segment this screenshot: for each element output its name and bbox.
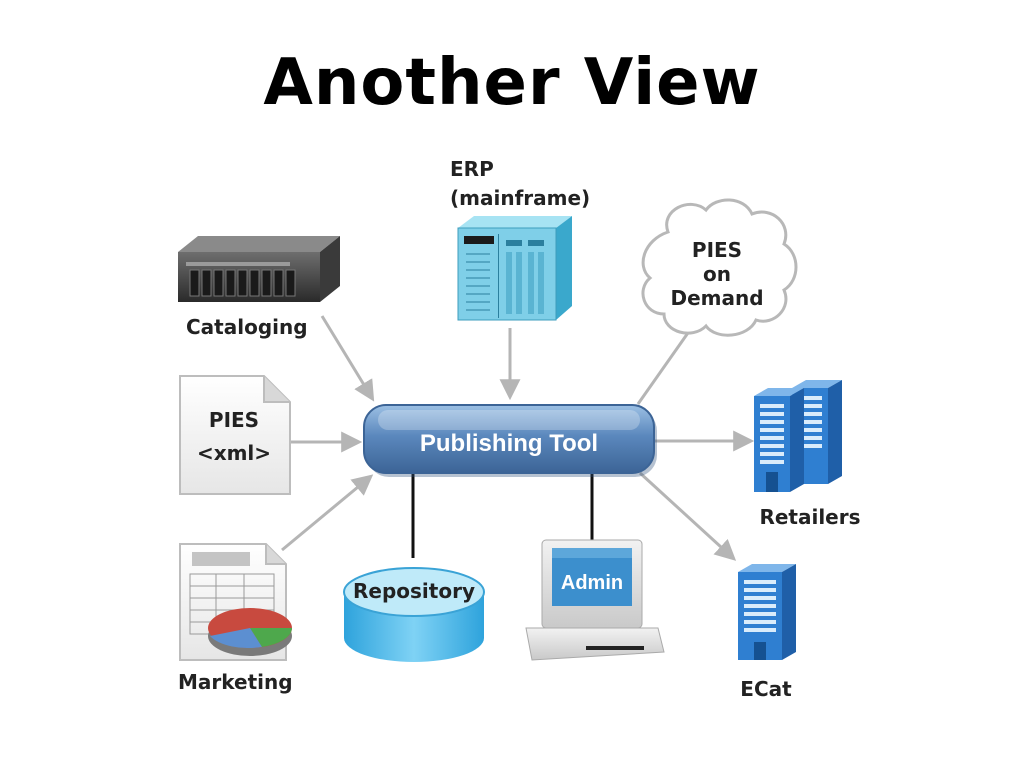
cataloging-label: Cataloging (186, 315, 308, 339)
arrow-cataloging-to-hub (320, 315, 375, 402)
hub-label: Publishing Tool (420, 430, 598, 457)
erp-label-line2: (mainframe) (450, 186, 590, 210)
connectors (281, 315, 755, 561)
admin-workstation-icon (525, 539, 665, 661)
arrow-hub-to-ecat (638, 471, 737, 561)
marketing-spreadsheet-icon (179, 543, 292, 661)
cloud-label-line2: on (703, 262, 731, 286)
publishing-tool-hub (363, 404, 657, 477)
cataloging-server-icon (178, 236, 340, 302)
pies-on-demand-cloud-icon (641, 198, 798, 337)
repository-label: Repository (353, 579, 475, 603)
arrow-marketing-to-hub (281, 474, 374, 552)
marketing-label: Marketing (178, 670, 293, 694)
ecat-label: ECat (740, 677, 792, 701)
retailers-label: Retailers (759, 505, 860, 529)
pies-xml-label-line1: PIES (209, 408, 259, 432)
slide-title: Another View (263, 46, 760, 120)
ecat-building-icon (738, 564, 796, 660)
retailers-buildings-icon (754, 380, 842, 492)
black-connectors (411, 474, 594, 558)
pies-xml-document-icon (179, 375, 291, 495)
cloud-label-line3: Demand (670, 286, 763, 310)
erp-mainframe-icon (457, 216, 572, 321)
line-cloud-to-hub (636, 329, 692, 405)
admin-label: Admin (561, 572, 623, 594)
cloud-label-line1: PIES (692, 238, 742, 262)
erp-label-line1: ERP (450, 157, 494, 181)
repository-cylinder-icon (343, 567, 485, 662)
pies-xml-label-line2: <xml> (197, 441, 271, 465)
